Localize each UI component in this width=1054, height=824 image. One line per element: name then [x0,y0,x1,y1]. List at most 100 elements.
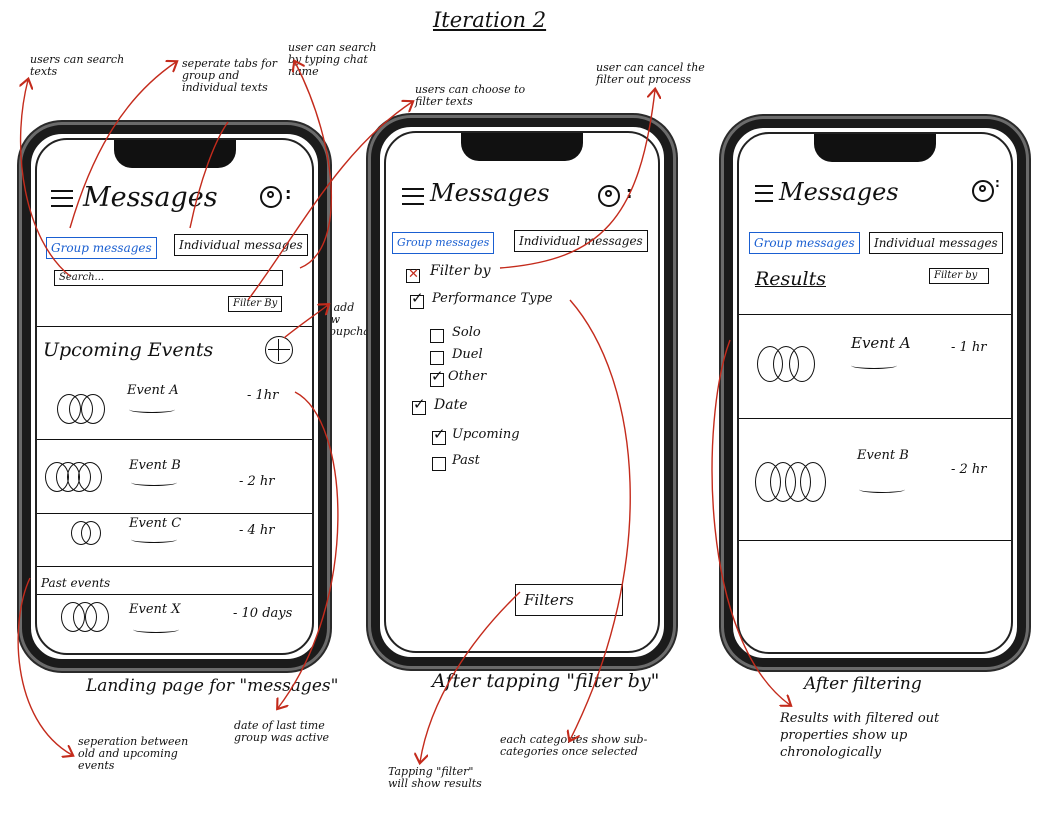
arrow-last-active [278,391,339,708]
phone-screen: Messages : Group messages Individual mes… [35,138,314,655]
arrow-cancel-filter [499,90,655,269]
tab-individual-messages[interactable]: Individual messages [514,230,648,252]
annotation-tap-filter: Tapping "filter" will show results [388,765,482,790]
event-time: - 4 hr [239,523,275,538]
arrow-separate-tabs-group [69,62,176,229]
filter-by-label: Filter by [430,263,491,279]
phone-notch [814,134,936,162]
divider [37,566,312,567]
tab-individual-messages[interactable]: Individual messages [869,232,1003,254]
upcoming-label: Upcoming [452,427,520,442]
event-name[interactable]: Event B [129,458,181,473]
page-title: Iteration 2 [433,8,547,32]
solo-label: Solo [452,325,481,340]
performance-type-checkbox[interactable] [410,289,424,309]
arrow-search-chat-name [295,62,332,269]
event-name[interactable]: Event B [857,448,909,463]
duel-checkbox[interactable] [430,351,444,365]
header-title: Messages [779,178,899,206]
other-checkbox[interactable] [430,367,444,387]
divider [37,513,312,514]
event-time: - 1hr [247,388,279,403]
filter-by-cancel-checkbox[interactable] [406,267,420,283]
arrow-search-texts [21,80,71,277]
solo-checkbox[interactable] [430,329,444,343]
event-name[interactable]: Event X [129,602,181,617]
avatar-group [61,602,117,632]
arrow-subcategories [570,299,631,740]
caption-results: After filtering [804,674,922,694]
event-preview [851,362,897,369]
event-preview [859,486,905,493]
profile-icon[interactable] [598,185,620,207]
event-name[interactable]: Event C [129,516,182,531]
past-checkbox[interactable] [432,457,446,471]
more-icon[interactable]: : [995,176,1000,190]
annotation-search-texts: users can search texts [30,53,125,78]
search-input[interactable]: Search... [54,270,283,286]
menu-icon[interactable] [402,188,424,205]
avatar-group [757,346,827,382]
divider [739,314,1011,315]
event-time: - 2 hr [239,474,275,489]
event-time: - 1 hr [951,340,987,355]
annotation-last-active: date of last time group was active [234,719,330,744]
filter-by-button[interactable]: Filter By [228,296,283,312]
menu-icon[interactable] [755,185,773,202]
event-preview [131,479,177,486]
event-name[interactable]: Event A [127,383,179,398]
date-checkbox[interactable] [412,395,426,415]
results-title: Results [755,268,826,290]
past-label: Past [452,453,480,468]
filters-button[interactable]: Filters [515,584,623,616]
annotation-results-chrono: Results with filtered out properties sho… [780,711,940,760]
phone-notch [461,133,583,161]
past-events-title: Past events [41,576,111,590]
event-time: - 10 days [233,606,293,621]
profile-icon[interactable] [260,186,282,208]
divider [739,540,1011,541]
event-name[interactable]: Event A [851,334,911,352]
event-preview [131,536,177,543]
header-title: Messages [430,179,550,207]
phone-landing: Messages : Group messages Individual mes… [22,125,327,668]
divider [37,594,312,595]
event-preview [129,406,175,413]
add-groupchat-icon[interactable] [265,336,293,364]
arrow-tap-filter [420,591,521,762]
caption-filter-open: After tapping "filter by" [432,670,660,692]
divider [739,418,1011,419]
annotation-filter-texts: users can choose to filter texts [415,83,526,108]
tab-group-messages[interactable]: Group messages [392,232,495,254]
date-label: Date [434,397,468,413]
divider [37,439,312,440]
arrow-separate-tabs-individual [189,121,229,229]
phone-screen: Messages : Group messages Individual mes… [737,132,1013,654]
event-preview [133,626,179,633]
arrow-filter-texts [247,102,412,301]
avatar-group [755,462,845,502]
avatar-group [57,394,117,424]
menu-icon[interactable] [51,190,73,207]
performance-type-label: Performance Type [432,291,553,306]
annotation-cancel-filter: user can cancel the filter out process [596,61,705,86]
more-icon[interactable]: : [626,183,633,202]
upcoming-checkbox[interactable] [432,425,446,445]
other-label: Other [448,369,487,384]
more-icon[interactable]: : [285,184,292,203]
profile-icon[interactable] [972,180,994,202]
upcoming-events-title: Upcoming Events [43,339,214,361]
filter-by-button[interactable]: Filter by [929,268,989,284]
arrow-add-groupchats [283,305,328,339]
arrow-results-chrono [711,339,790,705]
event-time: - 2 hr [951,462,987,477]
tab-individual-messages[interactable]: Individual messages [174,234,308,256]
phone-filter-open: Messages : Group messages Individual mes… [371,118,673,666]
duel-label: Duel [452,347,483,362]
phone-screen: Messages : Group messages Individual mes… [384,131,660,653]
tab-group-messages[interactable]: Group messages [749,232,860,254]
phone-results: Messages : Group messages Individual mes… [724,119,1026,667]
avatar-group [71,521,111,551]
annotation-separation: seperation between old and upcoming even… [78,735,189,772]
